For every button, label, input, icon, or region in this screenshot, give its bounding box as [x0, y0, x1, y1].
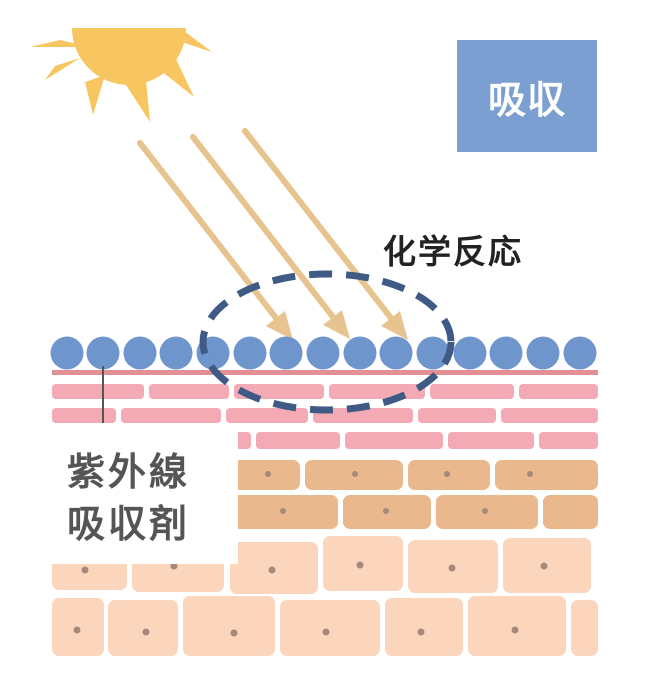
uv-absorber-label-line2: 吸収剤: [67, 502, 191, 546]
absorber-label-box: [52, 423, 238, 564]
uv-ray-1-head: [266, 311, 293, 340]
reaction-zone-ellipse: [199, 270, 455, 414]
sun-icon: [30, 28, 212, 122]
absorption-badge: 吸収: [457, 40, 597, 152]
uv-absorber-label-line1: 紫外線: [67, 450, 191, 494]
uv-ray-2: [190, 134, 336, 320]
skin-surface-line: [52, 370, 598, 375]
uv-rays: [137, 128, 408, 340]
uv-ray-1: [137, 140, 279, 321]
uv-ray-3-head: [381, 311, 408, 340]
uv-ray-3: [242, 128, 394, 321]
absorption-badge-label: 吸収: [487, 77, 566, 122]
absorber-particles: [50, 336, 597, 370]
uv-ray-2-head: [323, 310, 350, 339]
cell-nuclei: [73, 471, 548, 637]
uv-absorber-label: 紫外線 吸収剤: [67, 446, 190, 550]
chemical-reaction-label: 化学反応: [383, 232, 523, 271]
